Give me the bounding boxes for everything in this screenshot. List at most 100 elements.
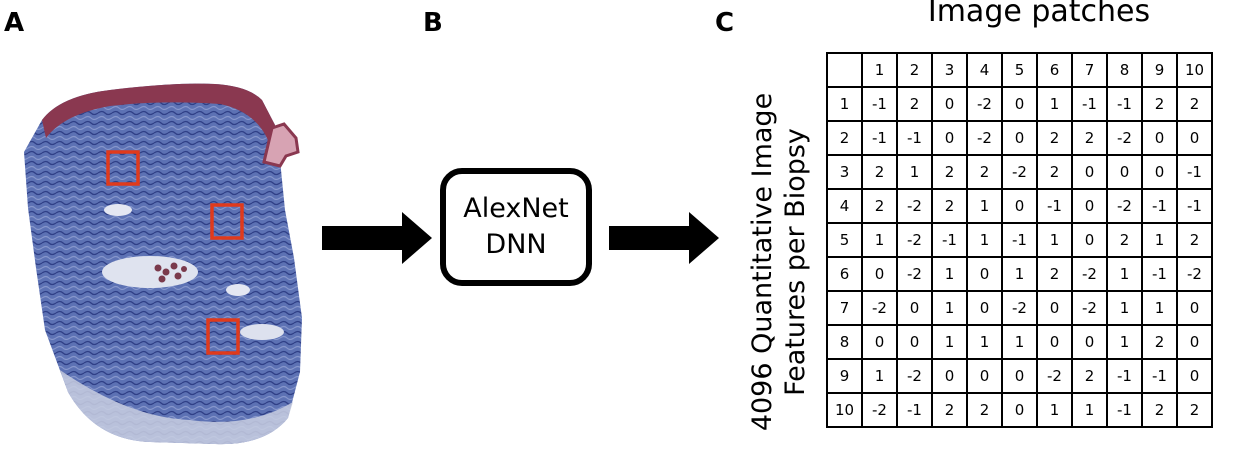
table-cell: -2 bbox=[1106, 120, 1143, 156]
table-cell: 0 bbox=[896, 324, 933, 360]
tissue-lower-fade bbox=[60, 370, 293, 445]
table-cell: 2 bbox=[931, 188, 968, 224]
table-cell: 0 bbox=[966, 358, 1003, 394]
table-cell: 2 bbox=[1036, 120, 1073, 156]
arrow-right-icon bbox=[322, 212, 432, 264]
arrow-right-icon bbox=[609, 212, 719, 264]
table-cell: -1 bbox=[1141, 358, 1178, 394]
table-title: Image patches bbox=[927, 0, 1151, 29]
table-cell: 1 bbox=[931, 290, 968, 326]
table-cell: -1 bbox=[896, 392, 933, 428]
alexnet-dnn-box: AlexNet DNN bbox=[440, 168, 592, 286]
table-cell: 1 bbox=[861, 222, 898, 258]
table-cell: 1 bbox=[896, 154, 933, 190]
table-cell: 0 bbox=[931, 120, 968, 156]
table-cell: 0 bbox=[1141, 120, 1178, 156]
table-cell: 2 bbox=[1176, 222, 1213, 258]
table-cell: 2 bbox=[1036, 256, 1073, 292]
table-cell: 2 bbox=[1141, 324, 1178, 360]
table-cell: 0 bbox=[896, 290, 933, 326]
table-cell: 0 bbox=[1176, 290, 1213, 326]
table-cell: -2 bbox=[896, 358, 933, 394]
table-cell: 0 bbox=[861, 256, 898, 292]
table-cell: 1 bbox=[1001, 324, 1038, 360]
table-cell: 0 bbox=[966, 290, 1003, 326]
row-header: 9 bbox=[826, 358, 863, 394]
table-cell: 1 bbox=[931, 324, 968, 360]
column-header: 8 bbox=[1106, 52, 1143, 88]
tissue-pale-region bbox=[104, 204, 132, 216]
table-cell: -1 bbox=[1036, 188, 1073, 224]
table-cell: 0 bbox=[1141, 154, 1178, 190]
table-cell: 2 bbox=[1176, 86, 1213, 122]
table-cell: -1 bbox=[1071, 86, 1108, 122]
table-cell: 0 bbox=[1106, 154, 1143, 190]
table-cell: -2 bbox=[1071, 256, 1108, 292]
table-cell: 0 bbox=[1071, 154, 1108, 190]
table-cell: 2 bbox=[861, 154, 898, 190]
table-cell: -2 bbox=[1001, 290, 1038, 326]
table-cell: 0 bbox=[1001, 358, 1038, 394]
table-cell: -1 bbox=[1141, 256, 1178, 292]
table-cell: -2 bbox=[896, 222, 933, 258]
row-axis-label-line-1: 4096 Quantitative Image bbox=[747, 92, 779, 432]
column-header: 3 bbox=[931, 52, 968, 88]
table-cell: -1 bbox=[1106, 358, 1143, 394]
tissue-pale-region bbox=[226, 284, 250, 296]
table-cell: 1 bbox=[966, 188, 1003, 224]
table-cell: -1 bbox=[1176, 188, 1213, 224]
patch-marker-2 bbox=[210, 203, 244, 240]
patch-marker-3 bbox=[206, 318, 240, 355]
epidermis-layer bbox=[42, 83, 275, 145]
table-cell: 2 bbox=[1176, 392, 1213, 428]
table-cell: 1 bbox=[861, 358, 898, 394]
panel-label-a: A bbox=[4, 8, 25, 38]
table-cell: 2 bbox=[896, 86, 933, 122]
epidermis-tip bbox=[262, 122, 300, 168]
table-cell: 1 bbox=[1036, 392, 1073, 428]
table-cell: 2 bbox=[1141, 392, 1178, 428]
table-cell: 1 bbox=[931, 256, 968, 292]
table-cell: 1 bbox=[966, 222, 1003, 258]
row-header: 4 bbox=[826, 188, 863, 224]
column-header: 7 bbox=[1071, 52, 1108, 88]
table-cell: -1 bbox=[861, 86, 898, 122]
table-cell: 0 bbox=[1176, 324, 1213, 360]
table-cell: -1 bbox=[931, 222, 968, 258]
row-header: 5 bbox=[826, 222, 863, 258]
table-cell: 0 bbox=[1036, 290, 1073, 326]
table-cell: 2 bbox=[931, 154, 968, 190]
table-cell: 2 bbox=[1106, 222, 1143, 258]
row-header: 8 bbox=[826, 324, 863, 360]
table-cell: 1 bbox=[1036, 86, 1073, 122]
row-header: 3 bbox=[826, 154, 863, 190]
row-axis-label-line-2: Features per Biopsy bbox=[780, 128, 811, 396]
table-cell: -1 bbox=[1106, 392, 1143, 428]
table-cell: 2 bbox=[931, 392, 968, 428]
table-cell: 1 bbox=[1071, 392, 1108, 428]
table-cell: -2 bbox=[896, 256, 933, 292]
table-cell: -1 bbox=[896, 120, 933, 156]
table-cell: 2 bbox=[966, 154, 1003, 190]
table-cell: -1 bbox=[1176, 154, 1213, 190]
table-cell: 1 bbox=[1141, 290, 1178, 326]
table-cell: -2 bbox=[1176, 256, 1213, 292]
row-header: 10 bbox=[826, 392, 863, 428]
table-cell: -1 bbox=[861, 120, 898, 156]
table-cell: 0 bbox=[1176, 358, 1213, 394]
row-header: 1 bbox=[826, 86, 863, 122]
table-cell: -2 bbox=[896, 188, 933, 224]
table-cell: 1 bbox=[1106, 324, 1143, 360]
table-cell: -1 bbox=[1141, 188, 1178, 224]
column-header: 1 bbox=[861, 52, 898, 88]
table-cell: 2 bbox=[966, 392, 1003, 428]
table-cell: 0 bbox=[1176, 120, 1213, 156]
table-cell: 0 bbox=[1001, 86, 1038, 122]
